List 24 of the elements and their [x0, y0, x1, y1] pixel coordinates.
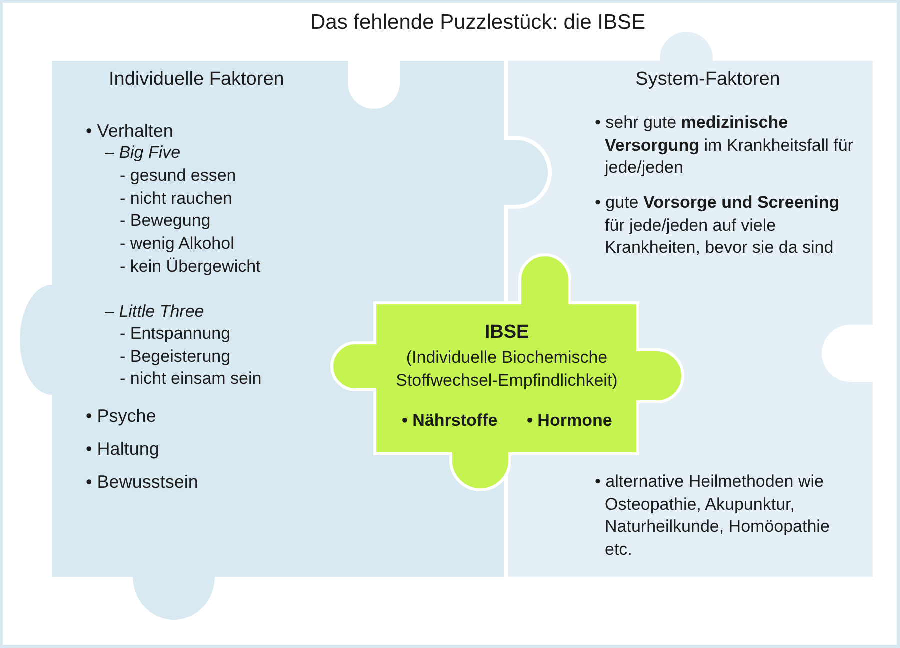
list-item: • Psyche [86, 405, 156, 428]
list-item: - wenig Alkohol [120, 233, 234, 255]
list-item: - Begeisterung [120, 346, 231, 368]
list-subheading: – Big Five [105, 142, 181, 164]
list-item: - nicht einsam sein [120, 368, 262, 390]
list-item: • Bewusstsein [86, 471, 198, 494]
list-item: • Hormone [527, 410, 612, 432]
list-item: • gute Vorsorge und Screening für jede/jeden auf viele Krankheiten, bevor sie da sind [595, 192, 841, 259]
list-item: - kein Übergewicht [120, 256, 261, 278]
list-item: • Verhalten [86, 120, 174, 142]
list-item: - nicht rauchen [120, 188, 232, 210]
piece-heading: Individuelle Faktoren [109, 68, 284, 92]
piece-title: IBSE [484, 321, 530, 345]
piece-subtitle: (Individuelle Biochemische Stoffwechsel-Empfindlichkeit) [395, 347, 619, 392]
list-item: • alternative Heilmethoden wie Osteopathie, Akupunktur, Naturheilkunde, Homöopathie etc. [595, 471, 831, 560]
list-item: - gesund essen [120, 165, 236, 187]
list-item: - Bewegung [120, 210, 211, 232]
list-item: • Haltung [86, 438, 160, 460]
list-subheading: – Little Three [105, 301, 204, 323]
list-item: - Entspannung [120, 323, 231, 345]
piece-heading: System-Faktoren [636, 68, 780, 92]
list-item: • sehr gute medizinische Versorgung im Krankheitsfall für jede/jeden [595, 112, 854, 179]
list-item: • Nährstoffe [402, 410, 498, 432]
diagram-title: Das fehlende Puzzlestück: die IBSE [310, 10, 646, 36]
